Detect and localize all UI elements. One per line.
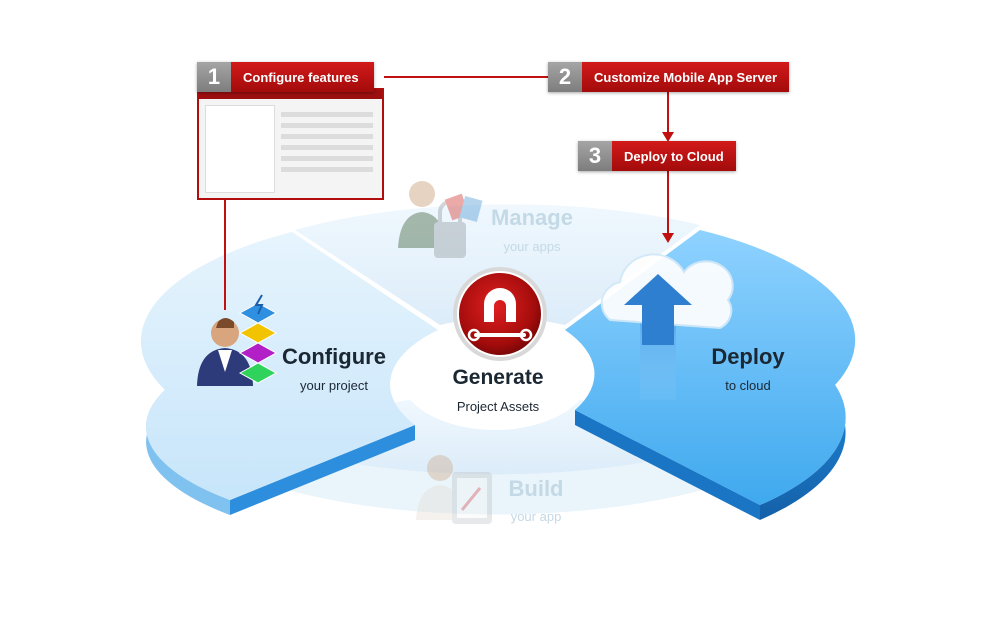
connector-lines	[224, 76, 669, 310]
configure-person-icon	[197, 318, 253, 386]
deploy-title: Deploy	[711, 344, 785, 369]
thumbnail-row	[281, 167, 373, 172]
build-person-icon	[416, 455, 492, 524]
feature-stack-icon	[238, 294, 278, 384]
thumbnail-left-panel	[205, 105, 275, 193]
manage-person-icon	[398, 181, 483, 258]
generate-subtitle: Project Assets	[456, 399, 540, 414]
configure-screenshot-thumbnail	[197, 88, 384, 200]
deploy-subtitle: to cloud	[725, 378, 771, 393]
step-2-callout: 2 Customize Mobile App Server	[548, 62, 789, 92]
thumbnail-row	[281, 112, 373, 117]
step-2-number: 2	[548, 62, 582, 92]
build-title: Build	[508, 476, 564, 501]
step-1-number: 1	[197, 62, 231, 92]
cloud-upload-icon	[600, 253, 734, 345]
step-3-number: 3	[578, 141, 612, 171]
step-3-callout: 3 Deploy to Cloud	[578, 141, 736, 171]
manage-title: Manage	[491, 205, 573, 230]
generate-title: Generate	[452, 366, 544, 389]
configure-subtitle: your project	[300, 378, 368, 393]
step-1-label: Configure features	[231, 62, 374, 92]
thumbnail-row	[281, 123, 373, 128]
generate-logo-icon	[453, 267, 547, 361]
thumbnail-row	[281, 134, 373, 139]
step-1-callout: 1 Configure features	[197, 62, 374, 92]
connector-arrowheads	[662, 132, 674, 243]
step-2-label: Customize Mobile App Server	[582, 62, 789, 92]
thumbnail-row	[281, 145, 373, 150]
thumbnail-row	[281, 156, 373, 161]
step-3-label: Deploy to Cloud	[612, 141, 736, 171]
segment-configure	[140, 232, 438, 515]
thumbnail-title-bar	[199, 90, 382, 99]
segment-manage	[295, 204, 700, 325]
center-hub	[400, 320, 590, 430]
manage-subtitle: your apps	[503, 239, 561, 254]
configure-title: Configure	[282, 344, 386, 369]
build-subtitle: your app	[510, 509, 562, 524]
